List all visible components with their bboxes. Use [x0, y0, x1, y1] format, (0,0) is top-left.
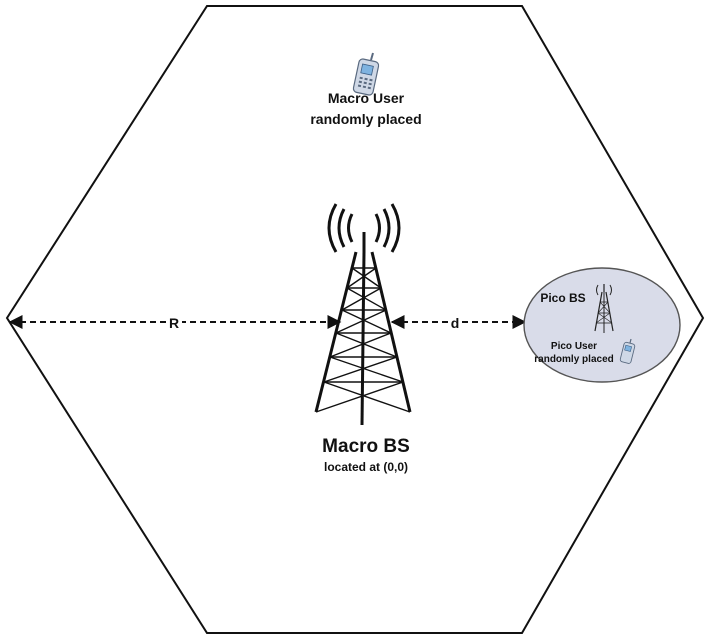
- pico-cell-area: [523, 267, 681, 383]
- macro-bs-location: located at (0,0): [324, 460, 408, 474]
- pico-bs-tower-icon: [594, 284, 614, 333]
- pico-bs-label: Pico BS: [540, 291, 585, 305]
- pico-user-label: Pico User: [551, 341, 597, 352]
- distance-d-label: d: [451, 315, 460, 331]
- distance-r-label: R: [169, 315, 179, 331]
- pico-user-sublabel: randomly placed: [534, 354, 613, 365]
- macro-bs-tower-icon: [314, 203, 412, 426]
- pico-user-phone-icon: [619, 338, 636, 364]
- macro-cell-hexagon: [5, 5, 705, 634]
- macro-user-sublabel: randomly placed: [310, 111, 421, 127]
- macro-bs-label: Macro BS: [322, 436, 410, 457]
- macro-user-phone-icon: [352, 52, 380, 96]
- macro-user-label: Macro User: [328, 90, 405, 106]
